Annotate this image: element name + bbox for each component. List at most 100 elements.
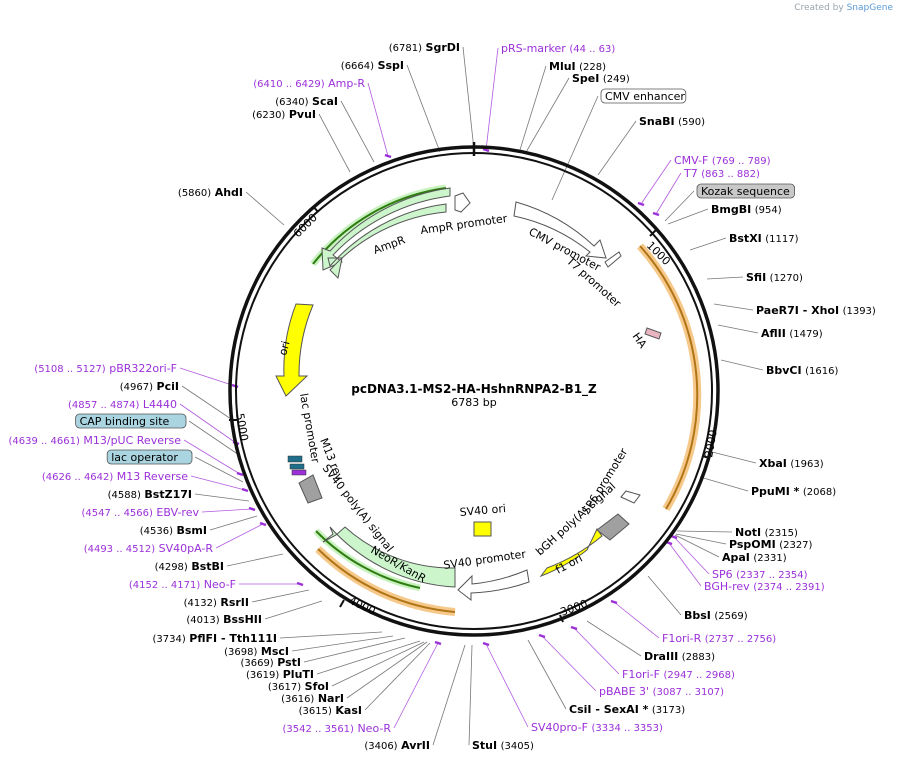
- bbvci-label[interactable]: BbvCI (1616): [766, 364, 838, 377]
- sv40-pa-box[interactable]: [298, 474, 323, 504]
- apai-label[interactable]: ApaI (2331): [722, 551, 787, 564]
- nari-label[interactable]: (3616) NarI: [281, 692, 344, 705]
- cap-label[interactable]: CAP binding site: [80, 415, 170, 428]
- sp6-promoter-label: SP6 promoter: [580, 446, 631, 517]
- pbr322ori-label[interactable]: (5108 .. 5127) pBR322ori-F: [34, 362, 177, 375]
- rsrii-label[interactable]: (4132) RsrII: [184, 596, 249, 609]
- bsshii-position: (4013): [186, 615, 219, 626]
- ebvrev-name: EBV-rev: [156, 506, 199, 519]
- sv40-ori-box[interactable]: [473, 521, 492, 537]
- scai-label[interactable]: (6340) ScaI: [275, 95, 338, 108]
- ahdi-label[interactable]: (5860) AhdI: [178, 186, 243, 199]
- leader-lines: [179, 46, 764, 746]
- psti-label[interactable]: (3669) PstI: [240, 656, 301, 669]
- sv40pa-label[interactable]: (4493 .. 4512) SV40pA-R: [84, 542, 214, 555]
- bmgbi-label[interactable]: BmgBI (954): [711, 203, 782, 216]
- f1orif-label[interactable]: F1ori-F (2947 .. 2968): [622, 668, 735, 681]
- ebvrev-primer-mark: [248, 506, 256, 512]
- ampr-promoter-arrow[interactable]: [454, 192, 471, 213]
- cmvenh-box[interactable]: [600, 88, 687, 104]
- bstxi-label[interactable]: BstXI (1117): [729, 232, 799, 245]
- avrii-label[interactable]: (3406) AvrII: [364, 739, 430, 752]
- pspomi-label[interactable]: PspOMI (2327): [729, 538, 813, 551]
- ebvrev-label[interactable]: (4547 .. 4566) EBV-rev: [82, 506, 200, 519]
- neor-arrow[interactable]: [322, 526, 456, 588]
- kozak-label[interactable]: Kozak sequence: [701, 185, 790, 198]
- ori-arrow[interactable]: [275, 303, 314, 397]
- msci-leader: [291, 635, 394, 652]
- ampr-primer-label[interactable]: (6410 .. 6429) Amp-R: [253, 77, 365, 90]
- nari-leader: [346, 641, 428, 699]
- kozak-box[interactable]: [696, 183, 795, 199]
- f1orir-label[interactable]: F1ori-R (2737 .. 2756): [662, 632, 776, 645]
- pluti-leader: [316, 640, 421, 675]
- bstbi-label[interactable]: (4298) BstBI: [155, 560, 224, 573]
- l4440-label[interactable]: (4857 .. 4874) L4440: [68, 398, 177, 411]
- sp6-promoter-arrow[interactable]: [620, 490, 641, 504]
- bsmi-leader: [209, 515, 258, 531]
- ha-tag[interactable]: [644, 327, 662, 340]
- pvui-leader: [318, 113, 351, 173]
- plasmid-size: 6783 bp: [451, 396, 496, 409]
- sv40-promoter-arrow[interactable]: [457, 569, 530, 602]
- sgrdi-label[interactable]: (6781) SgrDI: [389, 41, 460, 54]
- ampr-body[interactable]: [327, 203, 447, 280]
- paer7i-label[interactable]: PaeR7I - XhoI (1393): [756, 304, 876, 317]
- kasi-label[interactable]: (3615) KasI: [299, 704, 362, 717]
- t7-leader: [655, 172, 682, 215]
- t7-label[interactable]: T7 (863 .. 882): [683, 167, 760, 180]
- prs-label[interactable]: pRS-marker (44 .. 63): [501, 42, 615, 55]
- neor-primer-label[interactable]: (3542 .. 3561) Neo-R: [283, 722, 392, 735]
- m13puc-label[interactable]: (4639 .. 4661) M13/pUC Reverse: [8, 434, 181, 447]
- spei-name: SpeI: [572, 72, 599, 85]
- cap-box[interactable]: [75, 413, 187, 429]
- prs-primer-mark: [482, 147, 490, 153]
- pvui-label[interactable]: (6230) PvuI: [252, 108, 316, 121]
- kozak-leader: [664, 190, 695, 222]
- bgh-pa-box[interactable]: [596, 513, 630, 541]
- bsshii-label[interactable]: (4013) BssHII: [186, 613, 262, 626]
- pflfi-label[interactable]: (3734) PflFI - Tth111I: [153, 632, 277, 645]
- pcii-label[interactable]: (4967) PciI: [120, 380, 179, 393]
- cmvf-label[interactable]: CMV-F (769 .. 789): [674, 154, 771, 167]
- draiii-leader: [586, 620, 642, 657]
- apai-leader: [674, 534, 720, 558]
- xbai-label[interactable]: XbaI (1963): [759, 457, 824, 470]
- bstbi-leader: [226, 553, 284, 567]
- neof-label[interactable]: (4152 .. 4171) Neo-F: [129, 578, 236, 591]
- csii-label[interactable]: CsiI - SexAI * (3173): [569, 703, 685, 716]
- ampr-arrow[interactable]: [321, 187, 451, 271]
- pflfi-leader: [279, 631, 383, 639]
- stui-label[interactable]: StuI (3405): [472, 739, 534, 752]
- sfii-label[interactable]: SfiI (1270): [746, 271, 803, 284]
- mlui-label[interactable]: MluI (228): [549, 60, 606, 73]
- bstz17i-label[interactable]: (4588) BstZ17I: [108, 488, 192, 501]
- m13rev-label[interactable]: (4626 .. 4642) M13 Reverse: [42, 470, 188, 483]
- cmv-promoter-arrow[interactable]: [513, 201, 607, 259]
- f1-ori-arrow[interactable]: [539, 528, 603, 578]
- cmvenh-label[interactable]: CMV enhancer: [605, 90, 685, 103]
- sp6-label[interactable]: SP6 (2337 .. 2354): [712, 568, 808, 581]
- pluti-label[interactable]: (3619) PluTI: [246, 668, 314, 681]
- laco-box[interactable]: [106, 449, 193, 465]
- laco-label[interactable]: lac operator: [111, 451, 178, 464]
- draiii-label[interactable]: DraIII (2883): [644, 650, 715, 663]
- noti-label[interactable]: NotI (2315): [735, 526, 798, 539]
- ampr-promoter-label: AmpR promoter: [420, 212, 509, 237]
- bghrev-label[interactable]: BGH-rev (2374 .. 2391): [704, 580, 825, 593]
- m13rev-leader: [190, 475, 246, 491]
- f1orir-primer-mark: [610, 599, 618, 605]
- bbsi-label[interactable]: BbsI (2569): [684, 609, 748, 622]
- t7-promoter-arrow[interactable]: [604, 251, 622, 268]
- snabi-label[interactable]: SnaBI (590): [639, 115, 705, 128]
- pbabe-label[interactable]: pBABE 3' (3087 .. 3107): [599, 685, 724, 698]
- msci-label[interactable]: (3698) MscI: [224, 645, 289, 658]
- sfoi-label[interactable]: (3617) SfoI: [268, 680, 329, 693]
- sv40prof-label[interactable]: SV40pro-F (3334 .. 3353): [531, 721, 663, 734]
- bsmi-label[interactable]: (4536) BsmI: [140, 524, 207, 537]
- spei-label[interactable]: SpeI (249): [572, 72, 630, 85]
- aflii-label[interactable]: AflII (1479): [761, 327, 823, 340]
- pvui-name: PvuI: [289, 108, 316, 121]
- ppumi-label[interactable]: PpuMI * (2068): [751, 485, 836, 498]
- sspi-label[interactable]: (6664) SspI: [341, 59, 404, 72]
